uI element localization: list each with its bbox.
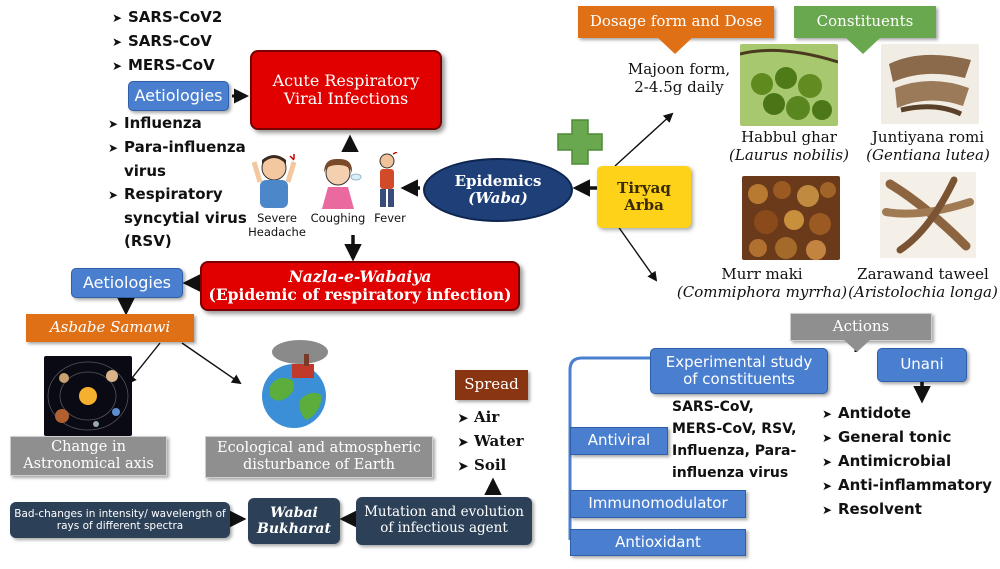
aristolochia-root-image [880,172,976,258]
coughing-label: Coughing [310,211,366,225]
juntiyana-caption: Juntiyana romi (Gentiana lutea) [866,128,990,164]
solar-system-image [44,356,132,436]
actions-pointer-icon [844,340,870,352]
list-item: influenza virus [672,465,789,481]
antiviral-box: Antiviral [570,427,668,455]
experimental-study-box: Experimental study of constituents [650,348,828,394]
nazla-line-2: (Epidemic of respiratory infection) [208,285,512,304]
murr-caption: Murr maki (Commiphora myrrha) [676,265,848,301]
tiryaq-arba-box: Tiryaq Arba [597,166,691,228]
actions-label: Actions [790,313,932,341]
list-item: ➤SARS-CoV2 [112,8,223,26]
myrrh-resin-image [742,176,840,260]
aetiologies-bottom-label: Aetiologies [71,268,183,298]
zarawand-caption: Zarawand taweel (Aristolochia longa) [848,265,998,301]
list-item: (RSV) [124,232,172,250]
list-item: ➤SARS-CoV [112,32,212,50]
arrow-asbabe-to-eco [181,342,242,385]
list-item: ➤Resolvent [822,500,922,518]
list-item: ➤General tonic [822,428,952,446]
bad-line-1: Bad-changes in intensity/ wavelength of [14,507,226,520]
tiryaq-line-1: Tiryaq [617,178,671,197]
gentiana-root-image [881,44,979,124]
arrow-asbabe-to-astro [126,342,161,385]
dosage-text: Majoon form,2-4.5g daily [627,60,731,96]
virus-list-top: ➤SARS-CoV2 ➤SARS-CoV ➤MERS-CoV [112,6,222,78]
acute-respiratory-box: Acute Respiratory Viral Infections [250,50,442,130]
wabai-line-2: Bukharat [257,521,331,537]
arrow-tiryaq-to-dosage [614,112,674,167]
virus-list-bottom: ➤Influenza ➤Para-influenza virus ➤Respir… [108,112,247,253]
list-item: ➤Para-influenza [108,138,246,156]
bad-changes-box: Bad-changes in intensity/ wavelength of … [10,502,230,538]
experimental-line-2: of constituents [683,370,795,388]
list-item: ➤Antimicrobial [822,452,952,470]
mutation-box: Mutation and evolution of infectious age… [356,497,532,545]
immunomodulator-box: Immunomodulator [570,490,746,518]
bracket-experimental [568,356,650,540]
constituents-label: Constituents [794,6,936,38]
wabai-bukharat-box: Wabai Bukharat [248,498,340,544]
green-cross-icon [557,119,603,165]
unani-box: Unani [877,348,967,382]
antioxidant-box: Antioxidant [570,529,746,556]
asbabe-samawi-label: Asbabe Samawi [26,314,194,342]
eco-line-1: Ecological and atmospheric [217,440,421,457]
list-item: Influenza, Para- [672,443,797,459]
dosage-label: Dosage form and Dose [578,6,774,38]
epidemics-line-1: Epidemics [454,171,542,190]
fever-figure-icon [379,152,398,207]
mut-line-2: of infectious agent [380,520,508,536]
acute-line-2: Viral Infections [283,89,409,108]
constituents-pointer-icon [846,38,880,54]
list-item: ➤Anti-inflammatory [822,476,992,494]
nazla-box: Nazla-e-Wabaiya (Epidemic of respiratory… [200,261,520,311]
list-item: SARS-CoV, [672,399,754,415]
list-item: ➤Antidote [822,404,911,422]
experimental-line-1: Experimental study [665,352,813,371]
epidemics-node: Epidemics (Waba) [423,158,573,222]
polluted-earth-image [262,340,328,428]
unani-actions-list: ➤Antidote ➤General tonic ➤Antimicrobial … [822,402,992,522]
headache-figure-icon [252,154,297,208]
coughing-girl-icon [322,158,362,209]
laurus-berries-image [740,44,838,126]
astro-line-1: Change in [51,439,126,456]
spread-label: Spread [455,370,528,400]
epidemics-line-2: (Waba) [468,189,528,207]
dosage-pointer-icon [658,38,692,54]
arrow-tiryaq-to-herbs [614,221,658,282]
list-item: ➤Soil [458,456,507,474]
list-item: ➤Influenza [108,114,202,132]
acute-line-1: Acute Respiratory [272,70,420,90]
list-item: ➤MERS-CoV [112,56,215,74]
ecological-disturbance-box: Ecological and atmospheric disturbance o… [205,436,433,478]
tiryaq-line-2: Arba [624,196,664,214]
astro-line-2: Astronomical axis [23,456,154,472]
list-item: ➤Air [458,408,500,426]
eco-line-2: disturbance of Earth [242,457,396,473]
aetiologies-top-label: Aetiologies [128,81,229,111]
list-item: ➤Water [458,432,524,450]
wabai-line-1: Wabai [270,504,318,521]
mut-line-1: Mutation and evolution [364,504,524,521]
nazla-line-1: Nazla-e-Wabaiya [288,267,432,287]
habbul-caption: Habbul ghar (Laurus nobilis) [729,128,849,164]
antiviral-targets: SARS-CoV, MERS-CoV, RSV, Influenza, Para… [672,396,797,484]
list-item: virus [124,162,166,180]
astronomical-axis-box: Change in Astronomical axis [10,436,167,476]
list-item: MERS-CoV, RSV, [672,421,797,437]
list-item: ➤Respiratory [108,185,223,203]
list-item: syncytial virus [124,209,247,227]
spread-list: ➤Air ➤Water ➤Soil [458,406,524,478]
bad-line-2: rays of different spectra [56,520,184,532]
fever-label: Fever [374,211,406,225]
